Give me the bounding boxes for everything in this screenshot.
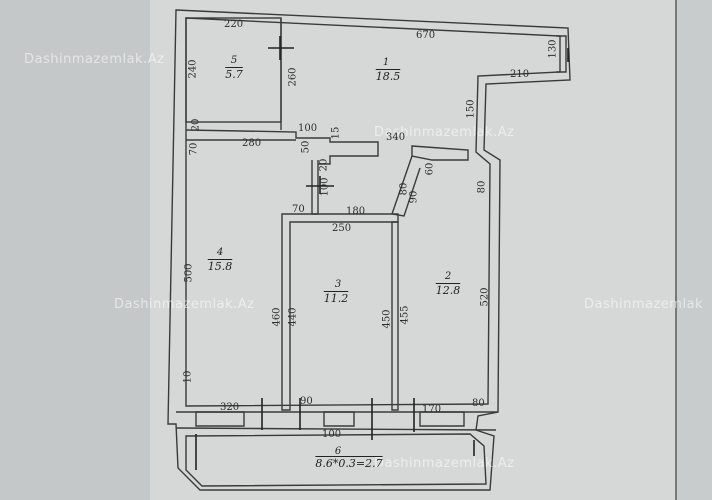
dim-label: 90 <box>408 190 420 204</box>
inner-wall <box>185 17 561 407</box>
outer-wall <box>167 9 571 491</box>
dim-label: 100 <box>298 123 318 134</box>
dim-label: 340 <box>386 132 406 143</box>
dim-label: 180 <box>346 206 366 217</box>
room-3-area: 11.2 <box>323 292 349 305</box>
walls <box>167 9 571 491</box>
room-3-wall-right <box>391 221 399 411</box>
dim-label: 320 <box>220 402 240 413</box>
window-2 <box>323 411 355 427</box>
dim-label: 90 <box>300 396 313 407</box>
room-5-area: 5.7 <box>225 68 243 81</box>
dim-label: 150 <box>465 99 477 119</box>
dim-label: 170 <box>422 404 442 415</box>
watermark: Dashinmazemlak.Az <box>374 456 515 471</box>
dim-label: 80 <box>476 180 488 194</box>
dim-label: 500 <box>183 263 195 283</box>
door-marks <box>195 36 569 470</box>
watermark: Dashinmazemlak.Az <box>24 52 165 67</box>
dim-label: 220 <box>224 19 244 30</box>
window-top-right <box>556 35 567 73</box>
watermark: Dashinmazemlak.Az <box>114 297 255 312</box>
room-3-number: 3 <box>334 279 342 290</box>
dim-label: 455 <box>399 305 411 325</box>
room-4-area: 15.8 <box>207 260 233 273</box>
corridor-wall <box>185 129 379 165</box>
dim-label: 250 <box>332 223 352 234</box>
room-6-number: 6 <box>334 446 342 457</box>
dim-label: 50 <box>300 140 312 154</box>
dim-label: 70 <box>188 142 200 156</box>
dim-label: 70 <box>292 204 305 215</box>
dim-label: 450 <box>381 309 393 329</box>
dim-label: 440 <box>287 307 299 327</box>
room-1-area: 18.5 <box>375 70 401 83</box>
dim-label: 460 <box>271 307 283 327</box>
dim-label: 20 <box>190 118 202 132</box>
dim-label: 240 <box>187 59 199 79</box>
dim-label: 100 <box>322 429 342 440</box>
dim-label: 100 <box>319 177 331 197</box>
background-left <box>0 0 150 500</box>
room-4-number: 4 <box>216 247 224 258</box>
dim-label: 520 <box>479 287 491 307</box>
dim-label: 130 <box>547 39 559 59</box>
paper-sheet <box>150 0 675 500</box>
dim-label: 20 <box>318 158 330 172</box>
dim-label: 10 <box>182 370 194 384</box>
room-2-area: 12.8 <box>435 284 461 297</box>
room-2-number: 2 <box>444 271 452 282</box>
watermark: Dashinmazemlak.Az <box>374 125 515 140</box>
room-6-area: 8.6*0.3=2.7 <box>315 457 383 470</box>
room-5-number: 5 <box>230 55 238 66</box>
watermark: Dashinmazemlak <box>584 297 704 312</box>
dim-label: 280 <box>242 138 262 149</box>
dim-label: 15 <box>330 126 342 140</box>
room-3-wall-left <box>281 213 399 411</box>
dim-label: 210 <box>510 69 530 80</box>
dim-label: 260 <box>287 67 299 87</box>
dim-label: 670 <box>416 30 436 41</box>
dim-label: 60 <box>424 162 436 176</box>
wall-2-top <box>411 145 469 161</box>
room-1-number: 1 <box>382 57 390 68</box>
window-3 <box>419 411 465 427</box>
window-1 <box>195 411 245 427</box>
dim-label: 80 <box>472 398 485 409</box>
